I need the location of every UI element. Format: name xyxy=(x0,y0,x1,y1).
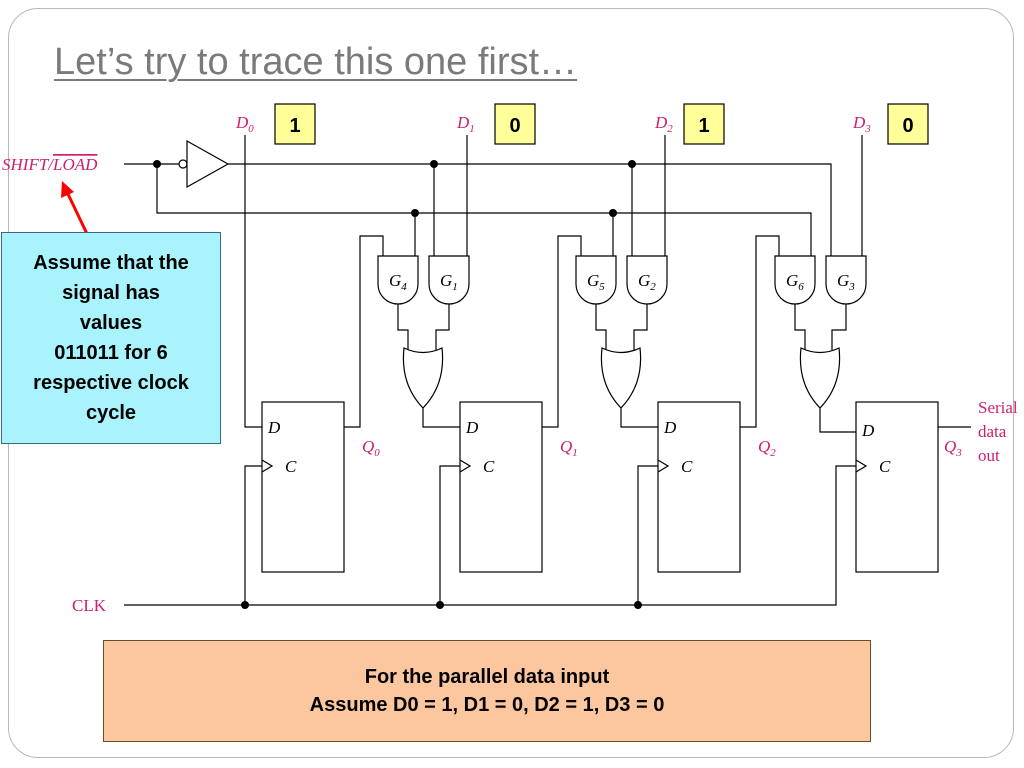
and-gate-g4: G4 xyxy=(377,255,419,305)
callout-arrow xyxy=(61,181,90,237)
svg-text:G5: G5 xyxy=(587,271,605,293)
and-gate-g3: G3 xyxy=(825,255,867,305)
svg-text:G6: G6 xyxy=(786,271,804,293)
svg-text:D: D xyxy=(267,418,281,437)
svg-text:G3: G3 xyxy=(837,271,855,293)
callout-line: Assume that the xyxy=(33,252,189,274)
svg-text:C: C xyxy=(285,457,297,476)
junction-dots xyxy=(153,160,642,609)
inverter-gate xyxy=(178,139,230,189)
or-gate-1 xyxy=(402,347,444,409)
svg-text:C: C xyxy=(681,457,693,476)
q1-label: Q1 xyxy=(560,437,578,459)
callout-line: 011011 for 6 xyxy=(54,342,168,364)
slide-title: Let’s try to trace this one first… xyxy=(54,41,578,83)
callout-line: cycle xyxy=(85,402,137,424)
parallel-callout-line-1: For the parallel data input xyxy=(364,666,610,688)
d1-value-box: 0 xyxy=(494,103,536,145)
and-gate-g1: G1 xyxy=(428,255,470,305)
svg-text:1: 1 xyxy=(698,115,709,137)
d0-value-box: 1 xyxy=(274,103,316,145)
flip-flop-2: D C xyxy=(657,401,741,573)
svg-text:G4: G4 xyxy=(389,271,407,293)
svg-text:C: C xyxy=(483,457,495,476)
callout-line: values xyxy=(79,312,143,334)
svg-text:Serial: Serial xyxy=(978,398,1018,417)
and-gate-g2: G2 xyxy=(626,255,668,305)
flip-flop-3: D C xyxy=(855,401,939,573)
parallel-callout-line-2: Assume D0 = 1, D1 = 0, D2 = 1, D3 = 0 xyxy=(309,694,665,716)
clk-label: CLK xyxy=(72,596,107,615)
svg-text:1: 1 xyxy=(289,115,300,137)
flip-flop-1: D C xyxy=(459,401,543,573)
callout-line: respective clock xyxy=(33,372,189,394)
svg-text:D: D xyxy=(663,418,677,437)
svg-text:G1: G1 xyxy=(440,271,458,293)
q2-label: Q2 xyxy=(758,437,776,459)
parallel-input-callout: For the parallel data input Assume D0 = … xyxy=(103,640,871,742)
svg-text:D: D xyxy=(861,421,875,440)
svg-text:data: data xyxy=(978,422,1007,441)
svg-text:C: C xyxy=(879,457,891,476)
wires xyxy=(124,135,971,606)
flip-flop-0: D C xyxy=(261,401,345,573)
q3-label: Q3 xyxy=(944,437,962,459)
serial-data-out-label: Serial data out xyxy=(978,398,1018,465)
svg-text:D: D xyxy=(465,418,479,437)
svg-text:0: 0 xyxy=(902,115,913,137)
signal-assumption-callout: Assume that the signal has values 011011… xyxy=(1,232,221,444)
d2-value-box: 1 xyxy=(683,103,725,145)
d1-label: D1 xyxy=(456,113,475,135)
or-gate-2 xyxy=(600,347,642,409)
shift-load-label: SHIFT/LOAD xyxy=(2,155,98,174)
d0-label: D0 xyxy=(235,113,254,135)
or-gate-3 xyxy=(799,347,841,409)
svg-text:out: out xyxy=(978,446,1000,465)
and-gate-g6: G6 xyxy=(774,255,816,305)
callout-line: signal has xyxy=(62,282,160,304)
svg-text:G2: G2 xyxy=(638,271,656,293)
and-gate-g5: G5 xyxy=(575,255,617,305)
d3-value-box: 0 xyxy=(887,103,929,145)
svg-text:0: 0 xyxy=(509,115,520,137)
d3-label: D3 xyxy=(852,113,871,135)
d2-label: D2 xyxy=(654,113,673,135)
q0-label: Q0 xyxy=(362,437,380,459)
